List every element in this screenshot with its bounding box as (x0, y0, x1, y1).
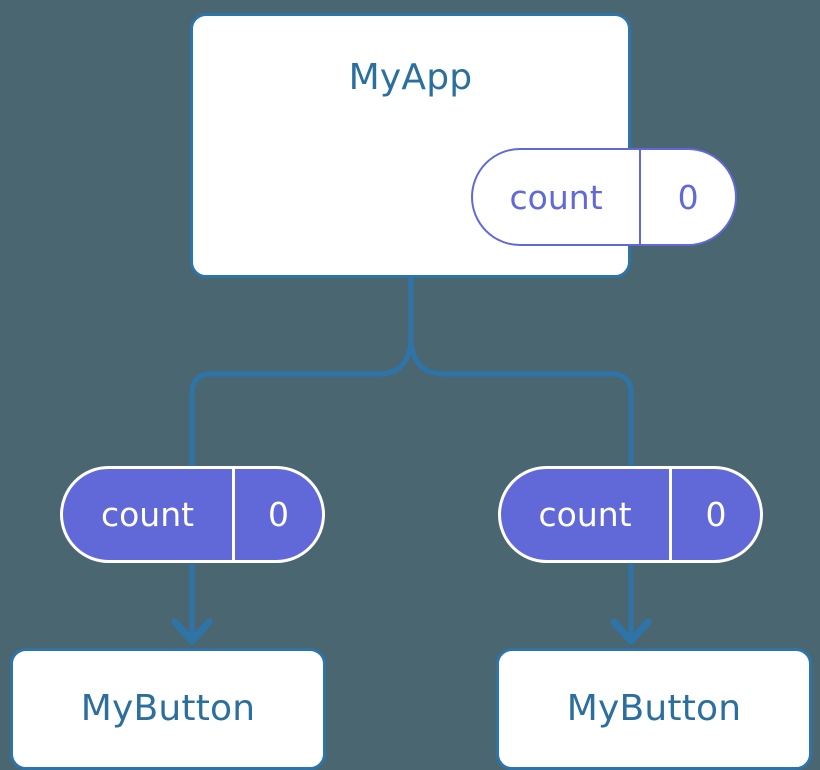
state-value-label: 0 (669, 469, 760, 560)
component-title-mybutton: MyButton (80, 688, 256, 729)
component-node-mybutton-left[interactable]: MyButton (10, 648, 326, 770)
state-key-label: count (538, 495, 632, 534)
state-pill-root[interactable]: count 0 (471, 148, 737, 246)
state-value-label: 0 (639, 150, 735, 244)
component-title-myapp: MyApp (348, 57, 473, 98)
component-title-mybutton: MyButton (566, 688, 742, 729)
state-pill-child-left[interactable]: count 0 (60, 466, 325, 563)
state-key-label: count (509, 177, 603, 217)
component-node-mybutton-right[interactable]: MyButton (496, 648, 812, 770)
branch-split-right (408, 342, 634, 466)
state-pill-child-right[interactable]: count 0 (498, 466, 763, 563)
arrow-down-icon-left (171, 618, 213, 645)
component-node-myapp[interactable]: MyApp count 0 (190, 13, 737, 278)
arrow-down-icon-right (610, 618, 652, 645)
state-value-label: 0 (232, 469, 322, 560)
state-key-label: count (100, 495, 195, 534)
branch-split-left (189, 342, 414, 466)
